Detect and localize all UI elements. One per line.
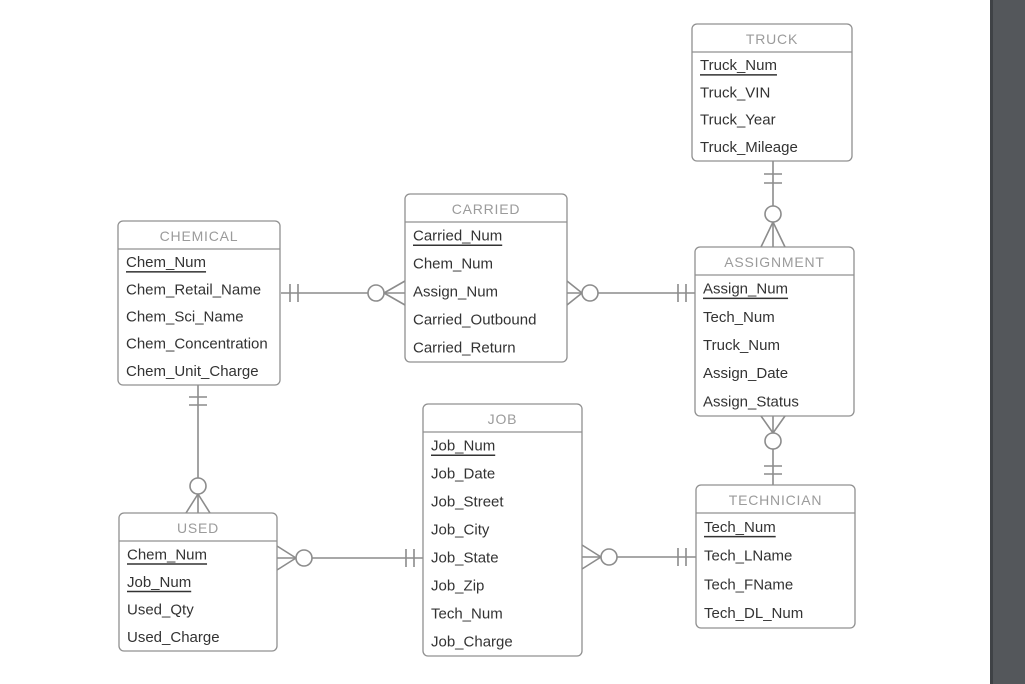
entity-technician[interactable]: TECHNICIAN Tech_NumTech_LNameTech_FNameTe… [695, 484, 856, 629]
entity-carried[interactable]: CARRIED Carried_NumChem_NumAssign_NumCarr… [404, 193, 568, 363]
entity-attribute: Truck_Mileage [700, 139, 798, 156]
relationship-chemical-used[interactable] [185, 385, 211, 514]
entity-title: ASSIGNMENT [724, 254, 825, 270]
entity-title: TECHNICIAN [729, 492, 823, 508]
entity-attribute: Truck_Year [700, 112, 776, 129]
entity-attribute: Job_City [431, 522, 490, 539]
entity-chemical[interactable]: CHEMICAL Chem_NumChem_Retail_NameChem_Sci… [117, 220, 281, 386]
zero-cardinality-circle [581, 284, 599, 302]
entity-attribute: Tech_Num [703, 309, 775, 326]
entity-attribute: Tech_LName [704, 548, 792, 565]
entity-attribute: Job_Street [431, 494, 504, 511]
entity-attribute: Used_Qty [127, 601, 194, 618]
one-and-only-one-symbol [677, 548, 687, 566]
entity-assignment[interactable]: ASSIGNMENT Assign_NumTech_NumTruck_NumAss… [694, 246, 855, 417]
zero-cardinality-circle [367, 284, 385, 302]
entity-attribute: Chem_Unit_Charge [126, 363, 259, 380]
entity-attribute: Truck_Num [703, 337, 780, 354]
one-and-only-one-symbol [764, 465, 782, 475]
entity-attribute: Tech_DL_Num [704, 605, 803, 622]
crow-foot-many-symbol [581, 544, 602, 570]
crow-foot-many-symbol [566, 280, 583, 306]
crow-foot-many-symbol [383, 280, 406, 306]
relationship-job-technician[interactable] [581, 544, 696, 570]
entity-attribute: Assign_Num [413, 284, 498, 301]
primary-key-attribute: Truck_Num [700, 57, 777, 74]
one-and-only-one-symbol [289, 284, 299, 302]
entity-attribute: Job_Date [431, 466, 495, 483]
entity-title: CHEMICAL [160, 228, 239, 244]
primary-key-attribute: Assign_Num [703, 281, 788, 298]
relationship-chemical-carried[interactable] [281, 280, 406, 306]
entity-attribute: Tech_FName [704, 576, 793, 593]
entity-title: CARRIED [452, 201, 521, 217]
zero-cardinality-circle [764, 432, 782, 450]
crow-foot-many-symbol [185, 493, 211, 514]
entity-attribute: Used_Charge [127, 629, 220, 646]
primary-key-attribute: Chem_Num [126, 254, 206, 271]
relationship-assignment-technician[interactable] [760, 415, 786, 485]
zero-cardinality-circle [600, 548, 618, 566]
entity-attribute: Chem_Sci_Name [126, 309, 244, 326]
crow-foot-many-symbol [760, 415, 786, 434]
entity-attribute: Assign_Date [703, 365, 788, 382]
entity-attribute: Assign_Status [703, 393, 799, 410]
relationship-carried-assignment[interactable] [566, 280, 695, 306]
zero-cardinality-circle [189, 477, 207, 495]
primary-key-attribute: Job_Num [431, 438, 495, 455]
one-and-only-one-symbol [677, 284, 687, 302]
zero-cardinality-circle [764, 205, 782, 223]
entity-title: USED [177, 520, 219, 536]
crow-foot-many-symbol [760, 221, 786, 248]
entity-title: JOB [488, 411, 518, 427]
one-and-only-one-symbol [189, 396, 207, 406]
entity-attribute: Job_State [431, 550, 499, 567]
entity-attribute: Chem_Retail_Name [126, 281, 261, 298]
entity-attribute: Job_Charge [431, 634, 513, 651]
right-dark-edge-strip [990, 0, 1025, 684]
entity-attribute: Carried_Return [413, 340, 516, 357]
entity-attribute: Job_Zip [431, 578, 484, 595]
one-and-only-one-symbol [764, 173, 782, 184]
crow-foot-many-symbol [276, 545, 297, 571]
relationship-used-job[interactable] [276, 545, 423, 571]
one-and-only-one-symbol [405, 549, 415, 567]
entity-attribute: Chem_Num [413, 256, 493, 273]
primary-key-attribute: Chem_Num [127, 546, 207, 563]
primary-key-attribute: Tech_Num [704, 519, 776, 536]
entity-attribute: Tech_Num [431, 606, 503, 623]
entity-attribute: Chem_Concentration [126, 336, 268, 353]
zero-cardinality-circle [295, 549, 313, 567]
primary-key-attribute: Job_Num [127, 574, 191, 591]
entity-attribute: Carried_Outbound [413, 312, 536, 329]
entity-attribute: Truck_VIN [700, 84, 770, 101]
relationship-truck-assignment[interactable] [760, 161, 786, 248]
primary-key-attribute: Carried_Num [413, 228, 502, 245]
entity-job[interactable]: JOB Job_NumJob_DateJob_StreetJob_CityJob_… [422, 403, 583, 657]
entity-title: TRUCK [746, 31, 798, 47]
